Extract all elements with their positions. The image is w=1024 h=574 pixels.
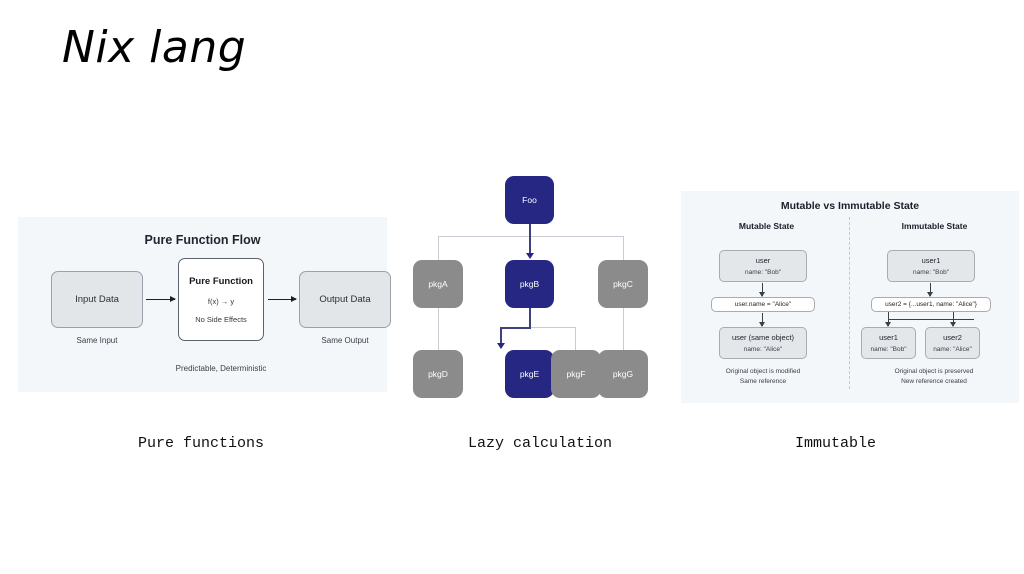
pure-function-box: Pure Function f(x) → y No Side Effects <box>178 258 264 341</box>
pure-function-diagram: Pure Function Flow Input Data Pure Funct… <box>18 217 391 392</box>
node-pkgb[interactable]: pkgB <box>505 260 554 308</box>
immutable-state-diagram: Mutable vs Immutable State Mutable State… <box>681 191 1019 403</box>
immutable-result-user2-prop: name: "Alice" <box>933 346 972 353</box>
node-pkgg[interactable]: pkgG <box>598 350 648 398</box>
mutable-result-prop: name: "Alice" <box>743 346 783 353</box>
immutable-arrow-1-icon <box>927 283 933 297</box>
immutable-result-user1-prop: name: "Bob" <box>870 346 907 353</box>
pure-function-label: Pure Function <box>189 275 253 287</box>
node-pkgf[interactable]: pkgF <box>551 350 601 398</box>
immutable-operation-text: user2 = {...user1, name: "Alice"} <box>885 301 977 308</box>
mutable-caption-line1: Original object is modified <box>725 368 801 375</box>
immutable-user1-name: user1 <box>921 256 941 265</box>
immutable-split-bar <box>888 319 974 320</box>
edge-pkgb-down <box>529 308 531 328</box>
lazy-calculation-diagram: Foo pkgA pkgB pkgC pkgD pkgE pkgF pkgG <box>393 168 675 403</box>
deterministic-caption: Predictable, Deterministic <box>175 364 267 373</box>
immutable-caption-line1: Original object is preserved <box>894 368 974 375</box>
edge-pkgb-to-pkge-bar <box>500 327 531 329</box>
same-input-caption: Same Input <box>76 336 118 345</box>
immutable-arrow-2-icon <box>885 312 891 327</box>
edge-pkgb-to-pkgf-bar <box>530 327 576 328</box>
input-data-box: Input Data <box>51 271 143 328</box>
immutable-user1-box: user1 name: "Bob" <box>887 250 975 282</box>
mutable-caption-line2: Same reference <box>739 377 787 385</box>
immutable-result-user2-name: user2 <box>943 333 962 342</box>
immutable-diagram-title: Mutable vs Immutable State <box>780 200 920 212</box>
same-output-caption: Same Output <box>321 336 369 345</box>
mutable-operation-text: user.name = "Alice" <box>734 301 792 308</box>
arrow-input-to-function-icon <box>146 296 176 302</box>
edge-pkgc-to-pkgg <box>623 308 624 350</box>
node-pkgf-label: pkgF <box>566 369 586 379</box>
output-data-label: Output Data <box>319 294 371 305</box>
node-pkgb-label: pkgB <box>519 279 540 289</box>
mutable-user-prop: name: "Bob" <box>744 269 782 276</box>
edge-pkga-to-pkgd <box>438 308 439 350</box>
node-pkgd-label: pkgD <box>428 369 448 379</box>
edge-foo-to-pkgc <box>623 236 624 260</box>
immutable-result-user2-box: user2 name: "Alice" <box>925 327 980 359</box>
mutable-result-box: user (same object) name: "Alice" <box>719 327 807 359</box>
node-pkge-label: pkgE <box>519 369 540 379</box>
immutable-column-title: Immutable State <box>901 221 968 231</box>
mutable-user-name: user <box>755 256 771 265</box>
node-pkgc[interactable]: pkgC <box>598 260 648 308</box>
mutable-operation-box: user.name = "Alice" <box>711 297 815 312</box>
mutable-column-title: Mutable State <box>738 221 795 231</box>
caption-immutable: Immutable <box>795 435 877 452</box>
mutable-arrow-2-icon <box>759 313 765 327</box>
edge-pkgb-to-pkgf <box>575 327 576 350</box>
edge-pkgb-to-pkge <box>500 327 502 348</box>
immutable-result-user1-box: user1 name: "Bob" <box>861 327 916 359</box>
node-pkgd[interactable]: pkgD <box>413 350 463 398</box>
node-pkge[interactable]: pkgE <box>505 350 554 398</box>
immutable-caption-line2: New reference created <box>901 377 967 385</box>
input-data-label: Input Data <box>75 294 119 305</box>
arrowhead-pkge-icon <box>497 343 505 349</box>
caption-pure-functions: Pure functions <box>138 435 265 452</box>
edge-foo-to-pkga <box>438 236 439 260</box>
immutable-caption: Original object is preserved New referen… <box>859 367 1009 387</box>
mutable-result-name: user (same object) <box>731 333 795 342</box>
pure-function-diagram-title: Pure Function Flow <box>144 233 261 247</box>
edge-foo-to-pkgb <box>529 224 531 254</box>
arrowhead-pkgb-icon <box>526 253 534 259</box>
immutable-result-user1-name: user1 <box>879 333 898 342</box>
node-pkgc-label: pkgC <box>613 279 633 289</box>
node-pkgg-label: pkgG <box>612 369 634 379</box>
pure-function-expression: f(x) → y <box>207 296 235 306</box>
output-data-box: Output Data <box>299 271 391 328</box>
node-foo[interactable]: Foo <box>505 176 554 224</box>
mutable-arrow-1-icon <box>759 283 765 297</box>
mutable-caption: Original object is modified Same referen… <box>701 367 825 387</box>
immutable-operation-box: user2 = {...user1, name: "Alice"} <box>871 297 991 312</box>
pure-function-note: No Side Effects <box>195 314 247 324</box>
node-pkga-label: pkgA <box>428 279 448 289</box>
arrow-function-to-output-icon <box>268 296 297 302</box>
page-title: Nix lang <box>62 22 247 73</box>
immutable-user1-prop: name: "Bob" <box>912 269 950 276</box>
mutable-user-box: user name: "Bob" <box>719 250 807 282</box>
column-divider <box>849 217 850 389</box>
node-pkga[interactable]: pkgA <box>413 260 463 308</box>
immutable-arrow-3-icon <box>950 312 956 327</box>
caption-lazy-calculation: Lazy calculation <box>468 435 613 452</box>
node-foo-label: Foo <box>522 195 537 205</box>
edge-foo-branch-bar <box>438 236 624 237</box>
